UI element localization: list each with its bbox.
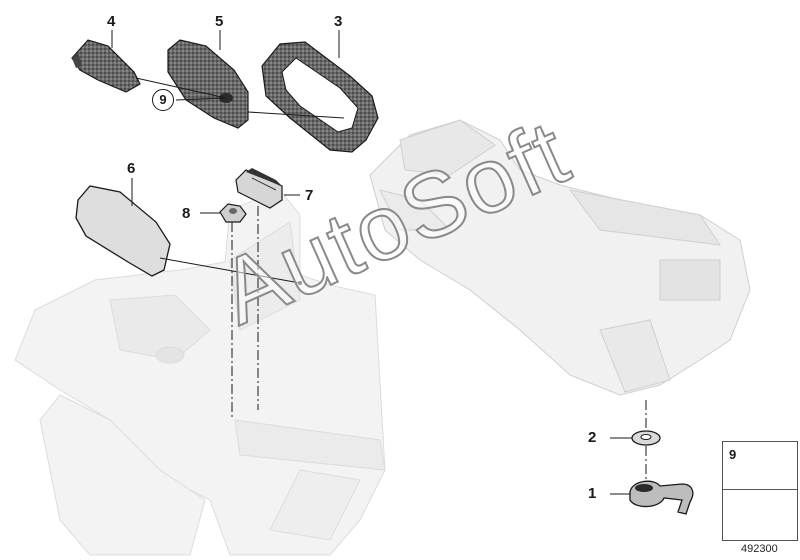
- leader-dot: [298, 281, 302, 285]
- part-7-connector: [235, 168, 283, 209]
- part-5-duct: [167, 39, 249, 129]
- diagram-id: 492300: [741, 543, 778, 555]
- part-2-washer: [631, 430, 661, 446]
- part-8-clip: [219, 203, 247, 223]
- callout-8: 8: [182, 205, 191, 222]
- legend-divider: [722, 489, 798, 490]
- callout-5: 5: [215, 13, 224, 30]
- callout-6: 6: [127, 160, 136, 177]
- legend-item-number: 9: [729, 447, 737, 462]
- callout-7: 7: [305, 187, 314, 204]
- part-4-duct-fitting: [71, 39, 141, 93]
- hvac-housing-assembly: [369, 119, 751, 396]
- leader-lines: [111, 30, 647, 495]
- legend-box: [722, 441, 798, 541]
- callout-2: 2: [588, 429, 597, 446]
- part-1-drain-grommet: [629, 480, 694, 515]
- part-6-insulation-pad: [75, 185, 171, 277]
- callout-9: 9: [152, 89, 174, 111]
- callout-4: 4: [107, 13, 116, 30]
- callout-1: 1: [588, 485, 597, 502]
- callout-3: 3: [334, 13, 343, 30]
- part-3-seal-frame: [261, 41, 379, 153]
